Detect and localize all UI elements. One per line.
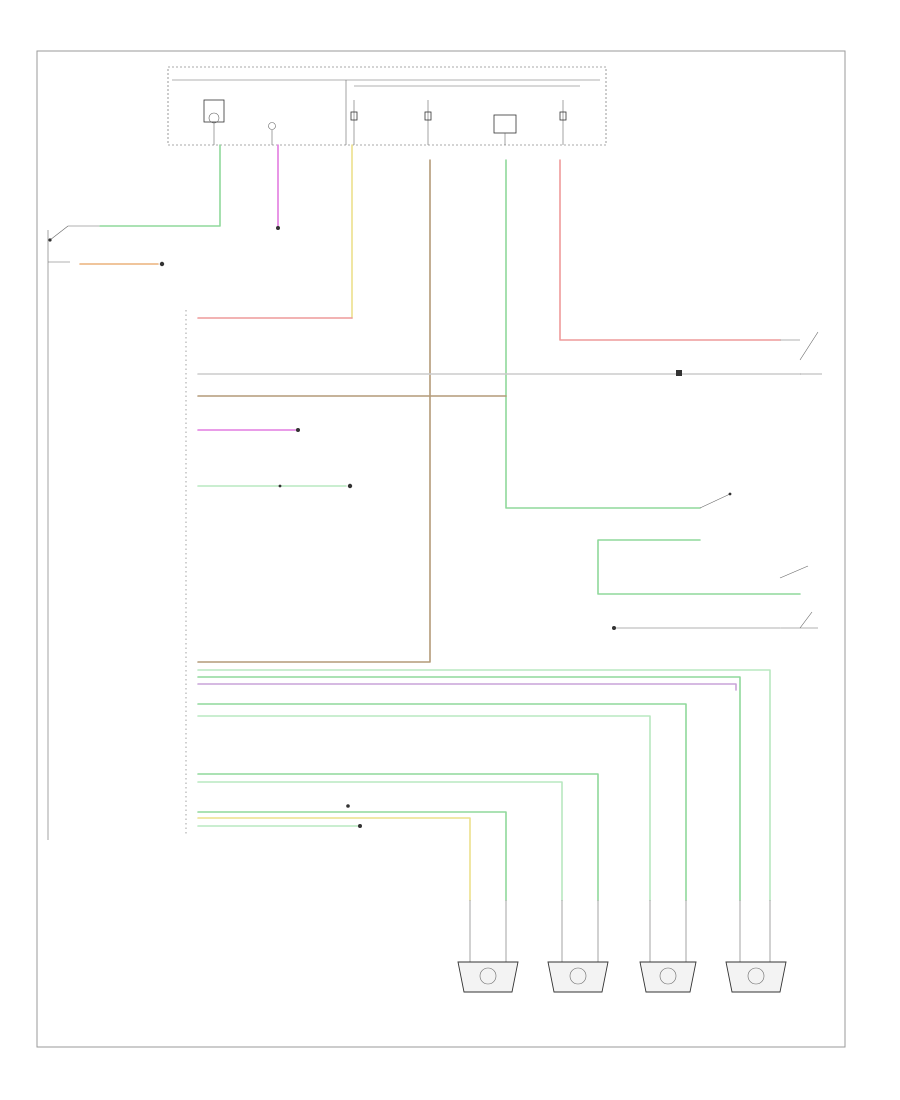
switch-icon [779,565,818,629]
connector-icon [296,428,300,432]
wire-light-green [197,781,563,901]
splice-icon [278,484,282,488]
wire-light-green [197,669,771,901]
wire-green [197,773,599,901]
wheel-speed-sensor-icon [639,900,697,993]
relay-icon [493,114,517,145]
wheel-speed-sensor-icon [457,900,519,993]
connector-icon [358,824,362,828]
fuse-icon [559,100,567,145]
wire-purple [197,683,737,691]
fuse-icon [268,122,276,145]
connector-icon [612,626,616,630]
connector-icon [346,804,350,808]
wire-yellow [197,817,471,901]
wire-light-green [197,715,651,901]
relay-icon [203,99,225,145]
wheel-speed-sensor-icon [725,900,787,993]
switch-icon [780,331,822,375]
diagram-frame [36,50,846,1048]
wire-green [197,703,687,901]
wire-green [197,676,741,901]
fuse-icon [424,100,432,145]
connector-icon [276,226,280,230]
switch-icon [48,225,100,263]
switch-icon [699,492,732,509]
connector-icon [159,261,165,267]
wire-green [197,811,507,901]
wire-red [559,159,781,341]
connector-icon [676,370,682,376]
wire-green [505,159,701,509]
wire-green [597,539,801,595]
connector-icon [347,483,353,489]
wire-green [99,144,221,227]
wire-brown [197,159,431,663]
fuse-icon [350,100,358,145]
junction-box [167,66,607,146]
wheel-speed-sensor-icon [547,900,609,993]
